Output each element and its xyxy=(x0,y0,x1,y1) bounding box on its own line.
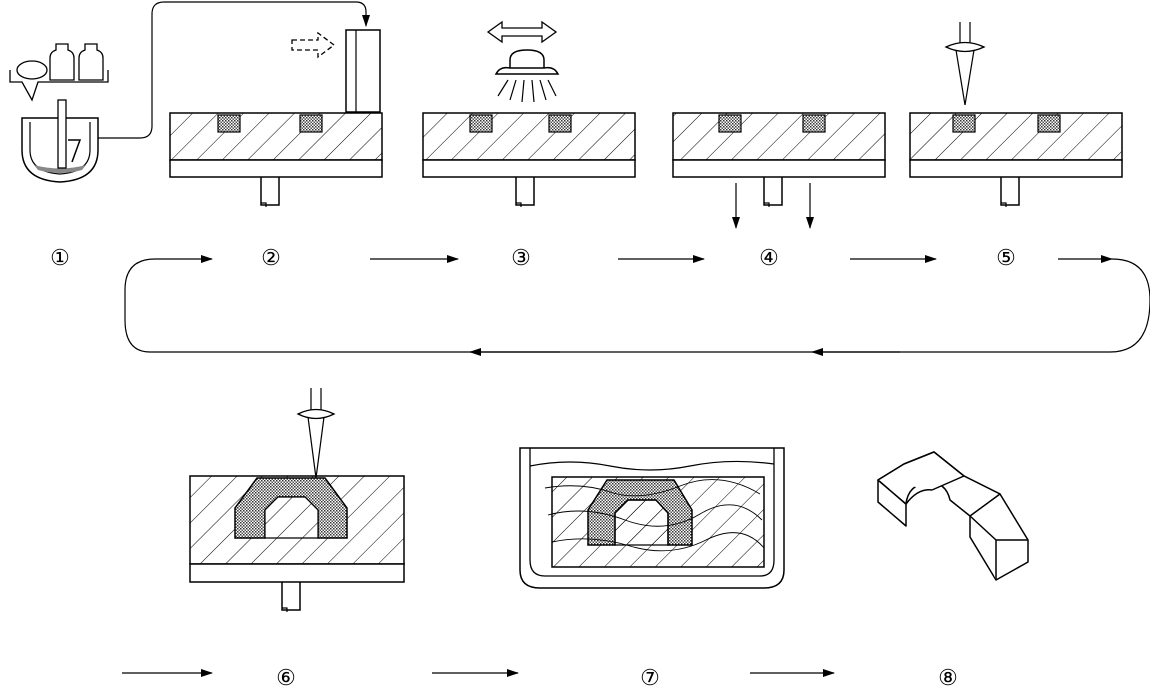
step2-build-platform xyxy=(169,112,383,207)
step-label-1: ① xyxy=(50,246,70,271)
finished-part-icon xyxy=(877,451,1029,581)
solvent-bath-icon xyxy=(519,447,785,589)
step-label-6: ⑥ xyxy=(276,666,296,691)
step3-build-platform xyxy=(422,112,636,207)
step-label-2: ② xyxy=(261,246,281,271)
powder-mixing-icon xyxy=(9,1,370,183)
step4-build-platform xyxy=(672,112,886,229)
step-label-3: ③ xyxy=(511,246,531,271)
step-label-7: ⑦ xyxy=(640,666,660,691)
step5-build-platform xyxy=(909,112,1123,207)
flow-arrows-row1 xyxy=(124,255,1150,356)
step6-build-platform xyxy=(189,388,405,612)
spray-nozzle-icon xyxy=(486,20,560,103)
powder-dispenser-icon xyxy=(291,29,381,113)
step-label-5: ⑤ xyxy=(996,246,1016,271)
step-label-8: ⑧ xyxy=(938,666,958,691)
step-label-4: ④ xyxy=(759,246,779,271)
laser-lens-icon xyxy=(944,22,986,106)
